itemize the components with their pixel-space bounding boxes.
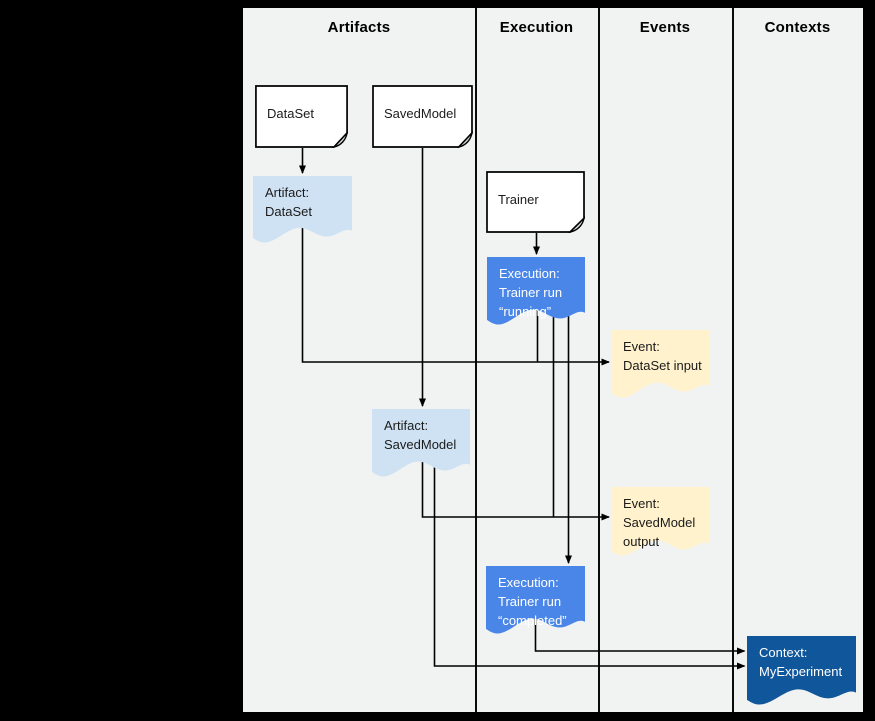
column-divider-execution-events: [598, 8, 600, 712]
execution-completed-line2: Trainer run: [498, 594, 562, 609]
column-divider-events-contexts: [732, 8, 734, 712]
context-myexperiment-line1: Context:: [759, 645, 808, 660]
execution-completed-line1: Execution:: [498, 575, 559, 590]
event-dataset-input-line1: Event:: [623, 339, 660, 354]
trainer-label: Trainer: [498, 191, 539, 207]
wave-shape-icon: [747, 636, 856, 705]
document-shape-icon: [255, 85, 348, 148]
wave-shape-icon: [253, 176, 352, 243]
trainer-node: Trainer: [486, 171, 585, 233]
artifact-dataset-node: Artifact: DataSet: [253, 176, 352, 243]
edge-artifact-dataset-to-event-input: [301, 220, 610, 366]
document-shape-icon: [486, 171, 585, 233]
artifact-savedmodel-node: Artifact: SavedModel: [372, 409, 470, 477]
column-header-execution: Execution: [499, 19, 574, 36]
event-savedmodel-output-line3: output: [623, 534, 660, 549]
savedmodel-label: SavedModel: [384, 106, 457, 121]
edge-artifact-savedmodel-to-event-output: [421, 454, 610, 521]
edge-execution-completed-to-context: [534, 616, 746, 655]
artifact-dataset-line1: Artifact:: [265, 185, 310, 200]
savedmodel-node: SavedModel: [372, 85, 473, 148]
event-dataset-input-line2: DataSet input: [623, 358, 702, 373]
dataset-node: DataSet: [255, 85, 348, 148]
column-divider-artifacts-execution: [475, 8, 477, 712]
event-savedmodel-output-node: Event: SavedModel output: [611, 487, 709, 556]
wave-shape-icon: [372, 409, 470, 477]
column-header-artifacts: Artifacts: [327, 19, 391, 36]
execution-completed-node: Execution: Trainer run “completed”: [486, 566, 585, 634]
wave-shape-icon: [487, 257, 585, 325]
event-savedmodel-output-line1: Event:: [623, 496, 660, 511]
execution-running-line2: Trainer run: [499, 285, 563, 300]
event-dataset-input-node: Event: DataSet input: [611, 330, 709, 398]
wave-shape-icon: [486, 566, 585, 634]
execution-running-line3: “running”: [499, 304, 552, 319]
mlmd-diagram-canvas: Artifacts Execution Events Contexts: [243, 8, 863, 712]
artifact-savedmodel-line2: SavedModel: [384, 437, 457, 452]
wave-shape-icon: [611, 487, 709, 556]
execution-running-node: Execution: Trainer run “running”: [487, 257, 585, 325]
column-header-events: Events: [639, 19, 691, 36]
execution-running-line1: Execution:: [499, 266, 560, 281]
connector-layer: [299, 148, 746, 670]
execution-completed-line3: “completed”: [498, 613, 567, 628]
artifact-dataset-line2: DataSet: [265, 204, 312, 219]
edge-artifact-savedmodel-to-context: [433, 454, 746, 670]
artifact-savedmodel-line1: Artifact:: [384, 418, 429, 433]
document-shape-icon: [372, 85, 473, 148]
event-savedmodel-output-line2: SavedModel: [623, 515, 696, 530]
wave-shape-icon: [611, 330, 709, 398]
dataset-label: DataSet: [267, 106, 314, 121]
context-myexperiment-line2: MyExperiment: [759, 664, 843, 679]
context-myexperiment-node: Context: MyExperiment: [747, 636, 856, 705]
column-header-contexts: Contexts: [764, 19, 831, 36]
